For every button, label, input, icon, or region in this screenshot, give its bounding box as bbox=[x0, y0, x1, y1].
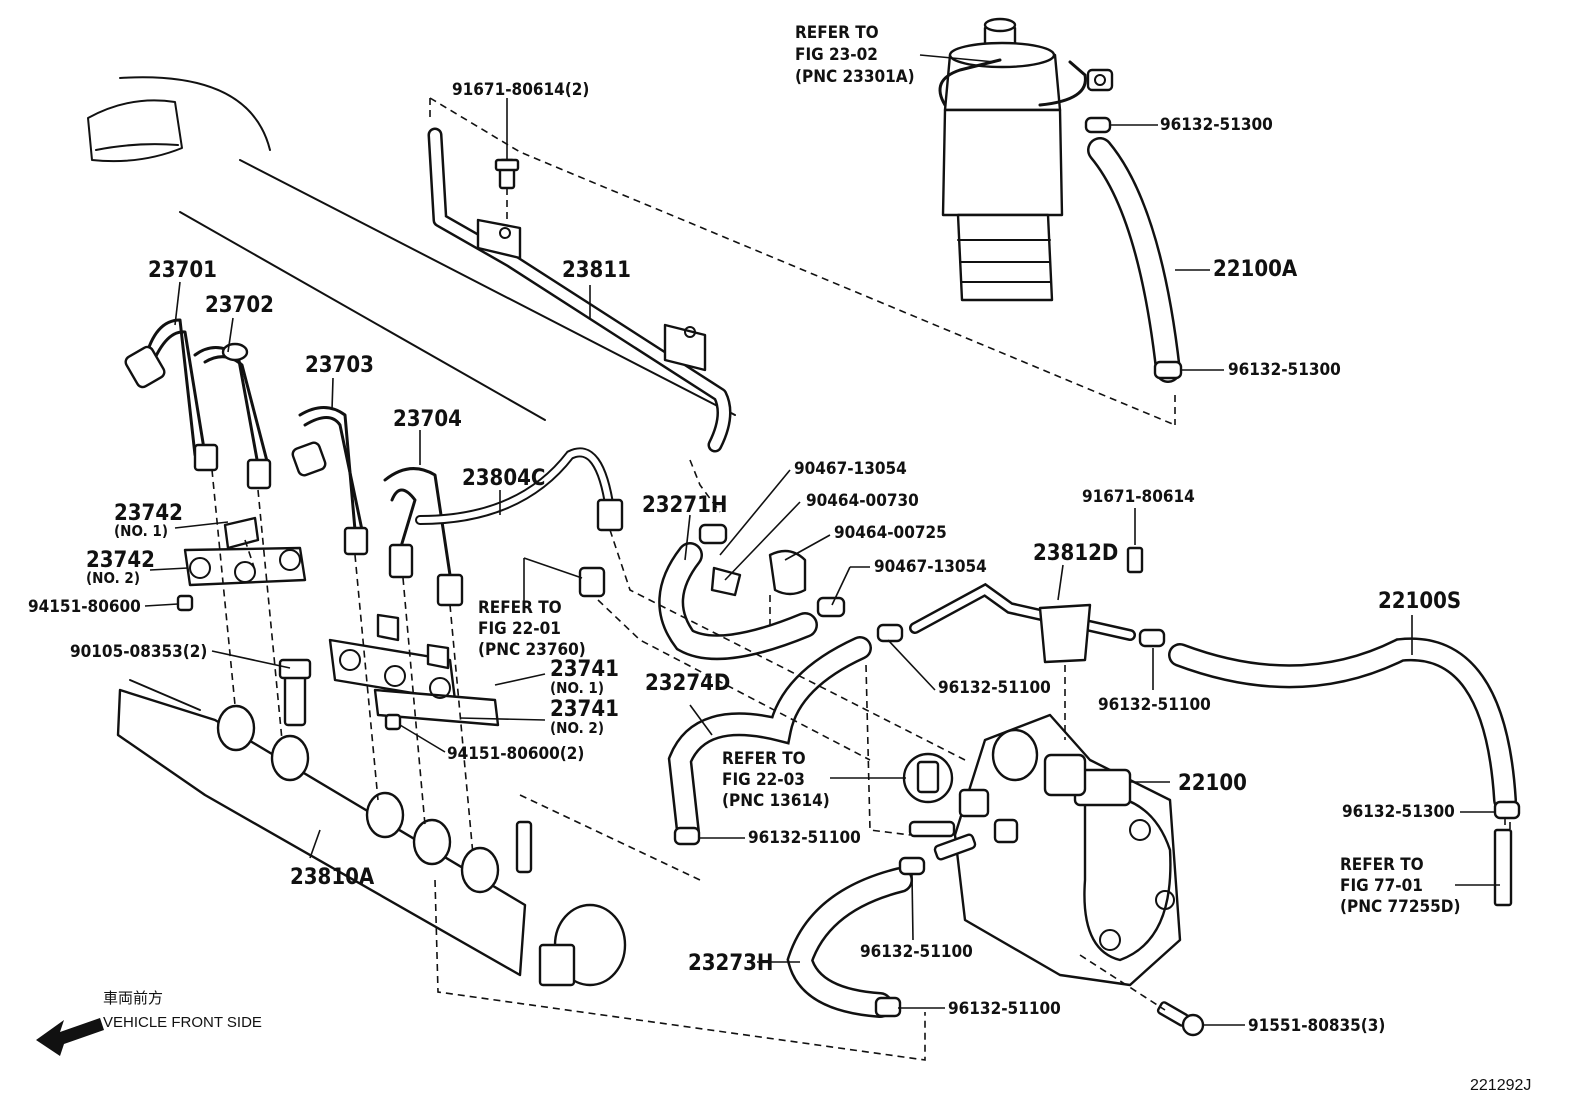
label-94151: 94151-80600 bbox=[28, 597, 141, 617]
ref-fig2203-l2: FIG 22-03 bbox=[722, 770, 805, 790]
label-90467-13054-a: 90467-13054 bbox=[794, 459, 907, 479]
label-23741-no1-sub: (NO. 1) bbox=[550, 679, 604, 697]
label-91671: 91671-80614 bbox=[1082, 487, 1195, 507]
label-23742-no2: 23742 bbox=[86, 548, 155, 573]
label-23742-no2-sub: (NO. 2) bbox=[86, 569, 140, 587]
common-rail-23810a bbox=[116, 658, 627, 987]
label-23274d: 23274D bbox=[645, 671, 730, 696]
label-90464-00730: 90464-00730 bbox=[806, 491, 919, 511]
diagram-code: 221292J bbox=[1470, 1077, 1531, 1094]
vehicle-front-arrow-icon bbox=[36, 1018, 104, 1056]
hose-22100a bbox=[1084, 116, 1183, 383]
label-23271h: 23271H bbox=[642, 493, 727, 518]
ref-fig2203-l3: (PNC 13614) bbox=[722, 791, 830, 811]
clamps-23741 bbox=[328, 613, 500, 731]
ref-fig7701-l3: (PNC 77255D) bbox=[1340, 897, 1460, 917]
label-23810a: 23810A bbox=[290, 865, 375, 890]
label-23811: 23811 bbox=[562, 258, 631, 283]
direction-en: VEHICLE FRONT SIDE bbox=[103, 1014, 262, 1031]
label-91551: 91551-80835(3) bbox=[1248, 1016, 1385, 1036]
labels: REFER TO FIG 23-02 (PNC 23301A) 91671-80… bbox=[28, 23, 1531, 1094]
clamps-23742 bbox=[176, 516, 307, 612]
ref-fig7701-l1: REFER TO bbox=[1340, 855, 1424, 875]
label-94151-2: 94151-80600(2) bbox=[447, 744, 584, 764]
label-90105: 90105-08353(2) bbox=[70, 642, 207, 662]
ref-fig7701-l2: FIG 77-01 bbox=[1340, 876, 1423, 896]
label-96132-51100-c: 96132-51100 bbox=[1098, 695, 1211, 715]
label-90464-00725: 90464-00725 bbox=[834, 523, 947, 543]
label-23742-no1-sub: (NO. 1) bbox=[114, 522, 168, 540]
reference-dashes bbox=[211, 97, 1511, 1061]
fuel-hoses bbox=[658, 542, 1517, 1018]
ref-fig2201-l3: (PNC 23760) bbox=[478, 640, 586, 660]
label-96132-51300-top: 96132-51300 bbox=[1160, 115, 1273, 135]
label-22100s: 22100S bbox=[1378, 589, 1461, 614]
label-23702: 23702 bbox=[205, 293, 274, 318]
label-23742-no1: 23742 bbox=[114, 501, 183, 526]
label-23701: 23701 bbox=[148, 258, 217, 283]
label-91671-2: 91671-80614(2) bbox=[452, 80, 589, 100]
label-22100a: 22100A bbox=[1213, 257, 1298, 282]
label-23741-no2: 23741 bbox=[550, 697, 619, 722]
leader-lines bbox=[144, 54, 1500, 1026]
engine-outline bbox=[87, 76, 736, 421]
injection-pipes bbox=[124, 318, 624, 607]
ref-fig2302-l2: FIG 23-02 bbox=[795, 45, 878, 65]
label-23741-no2-sub: (NO. 2) bbox=[550, 719, 604, 737]
label-23812d: 23812D bbox=[1033, 541, 1118, 566]
fuel-pipe-23811 bbox=[427, 127, 732, 453]
label-96132-51100-d: 96132-51100 bbox=[860, 942, 973, 962]
label-90467-13054-b: 90467-13054 bbox=[874, 557, 987, 577]
label-23741-no1: 23741 bbox=[550, 657, 619, 682]
label-96132-51300-mid: 96132-51300 bbox=[1228, 360, 1341, 380]
label-23804c: 23804C bbox=[462, 466, 545, 491]
label-96132-51300-right: 96132-51300 bbox=[1342, 802, 1455, 822]
ref-fig2302-l3: (PNC 23301A) bbox=[795, 67, 915, 87]
label-23273h: 23273H bbox=[688, 951, 773, 976]
label-23703: 23703 bbox=[305, 353, 374, 378]
supply-pump-22100 bbox=[902, 713, 1205, 1037]
label-23704: 23704 bbox=[393, 407, 462, 432]
fuel-filter-assembly bbox=[938, 17, 1114, 302]
label-96132-51100-b: 96132-51100 bbox=[938, 678, 1051, 698]
ref-fig2203-l1: REFER TO bbox=[722, 749, 806, 769]
direction-jp: 車両前方 bbox=[103, 990, 163, 1007]
label-22100: 22100 bbox=[1178, 771, 1247, 796]
hose-clips bbox=[578, 523, 1521, 1018]
ref-fig2201-l1: REFER TO bbox=[478, 598, 562, 618]
ref-fig2302-l1: REFER TO bbox=[795, 23, 879, 43]
label-96132-51100-e: 96132-51100 bbox=[948, 999, 1061, 1019]
label-96132-51100-a: 96132-51100 bbox=[748, 828, 861, 848]
ref-fig2201-l2: FIG 22-01 bbox=[478, 619, 561, 639]
